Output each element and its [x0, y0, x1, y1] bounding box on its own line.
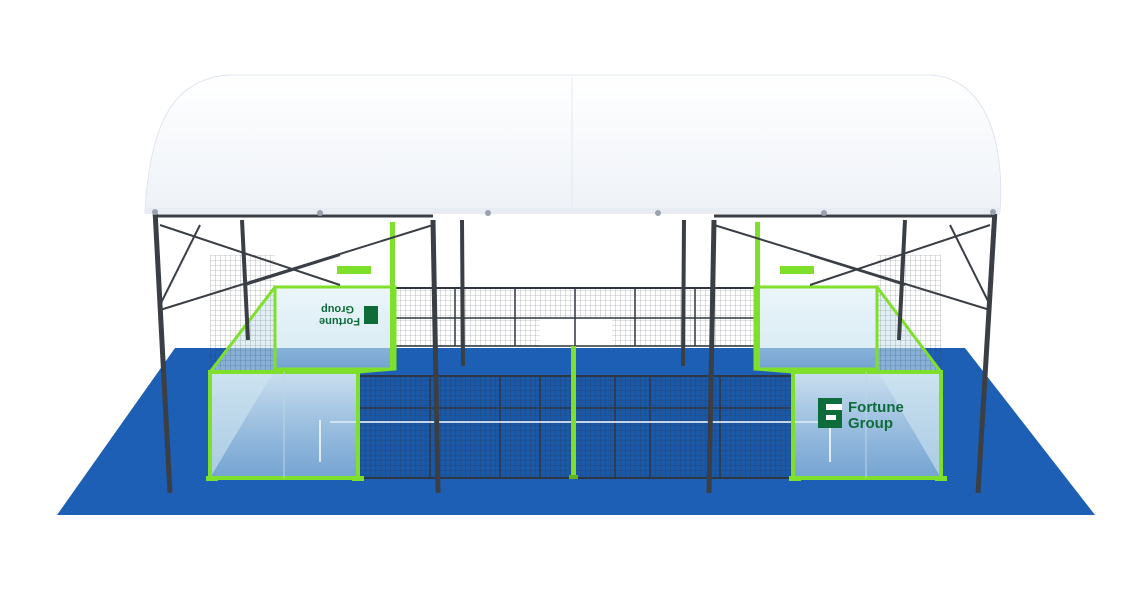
net-post [569, 346, 578, 479]
logo-line1-left: Fortune [319, 315, 360, 327]
brand-logo-right: Fortune Group [818, 398, 904, 432]
canopy-roof [144, 74, 1002, 216]
logo-line2-left: Group [321, 303, 354, 315]
logo-line2-right: Group [848, 415, 893, 432]
right-glass-enclosure [753, 222, 943, 480]
back-fence [395, 287, 755, 348]
logo-line1-right: Fortune [848, 399, 904, 416]
left-glass-enclosure [208, 222, 397, 480]
brand-logo-left: Fortune Group [319, 303, 378, 327]
steel-frame [152, 209, 998, 494]
front-fence [330, 375, 820, 479]
green-feet [206, 476, 947, 481]
